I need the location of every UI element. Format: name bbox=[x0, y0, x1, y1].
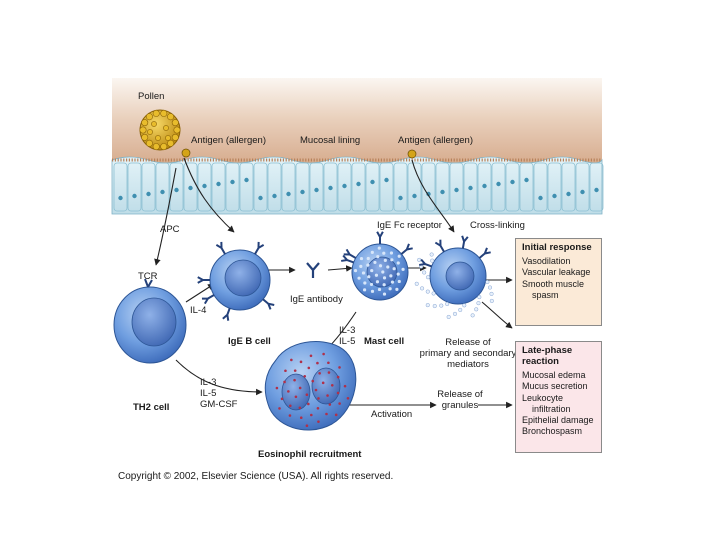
label-tcr: TCR bbox=[138, 272, 158, 283]
eosinophil bbox=[265, 342, 356, 431]
antigen-marker-left bbox=[182, 149, 190, 157]
label-th2-cell: TH2 cell bbox=[133, 403, 169, 414]
label-mast-cell: Mast cell bbox=[364, 337, 404, 348]
label-eosinophil-recruitment: Eosinophil recruitment bbox=[258, 450, 361, 461]
antigen-marker-right bbox=[408, 150, 416, 158]
late-phase-item: Mucosal edema bbox=[522, 370, 601, 381]
label-release-mediators: Release of primary and secondary mediato… bbox=[418, 338, 518, 371]
late-phase-box: Late-phase reaction Mucosal edema Mucus … bbox=[515, 341, 602, 453]
label-ige-antibody: IgE antibody bbox=[290, 295, 343, 306]
late-phase-item: infiltration bbox=[522, 404, 601, 415]
mast-cell bbox=[341, 232, 413, 300]
label-ige-b-cell: IgE B cell bbox=[228, 337, 271, 348]
initial-response-title: Initial response bbox=[522, 242, 601, 253]
initial-response-item: Vasodilation bbox=[522, 256, 601, 267]
arrow-il4 bbox=[186, 284, 214, 302]
ige-antibody-symbol bbox=[307, 263, 319, 278]
label-pollen: Pollen bbox=[138, 92, 164, 103]
late-phase-item: Mucus secretion bbox=[522, 381, 601, 392]
label-antigen-right: Antigen (allergen) bbox=[398, 136, 473, 147]
label-mucosal-lining: Mucosal lining bbox=[300, 136, 360, 147]
label-ige-fc-receptor: IgE Fc receptor bbox=[377, 221, 442, 232]
arrow-antibody-to-mast bbox=[328, 268, 352, 270]
initial-response-item: Vascular leakage bbox=[522, 267, 601, 278]
initial-response-item: spasm bbox=[522, 290, 601, 301]
label-release-granules: Release of granules bbox=[430, 390, 490, 412]
ige-b-cell bbox=[198, 242, 274, 321]
label-antigen-left: Antigen (allergen) bbox=[191, 136, 266, 147]
late-phase-item: Leukocyte bbox=[522, 393, 601, 404]
initial-response-box: Initial response Vasodilation Vascular l… bbox=[515, 238, 602, 326]
late-phase-item: Bronchospasm bbox=[522, 426, 601, 437]
label-apc: APC bbox=[160, 225, 180, 236]
label-activation: Activation bbox=[371, 410, 412, 421]
pollen-grain bbox=[140, 110, 180, 150]
degranulating-mast-cell bbox=[415, 236, 494, 319]
th2-cell bbox=[114, 279, 186, 363]
label-il4: IL-4 bbox=[190, 306, 206, 317]
label-il3-il5: IL-3 IL-5 bbox=[339, 326, 355, 348]
label-cytokines: IL-3 IL-5 GM-CSF bbox=[200, 378, 237, 411]
label-cross-linking: Cross-linking bbox=[470, 221, 525, 232]
late-phase-item: Epithelial damage bbox=[522, 415, 601, 426]
late-phase-title: Late-phase reaction bbox=[522, 345, 601, 367]
initial-response-item: Smooth muscle bbox=[522, 279, 601, 290]
arrow-to-late-phase bbox=[482, 302, 512, 328]
copyright-text: Copyright © 2002, Elsevier Science (USA)… bbox=[118, 471, 393, 482]
